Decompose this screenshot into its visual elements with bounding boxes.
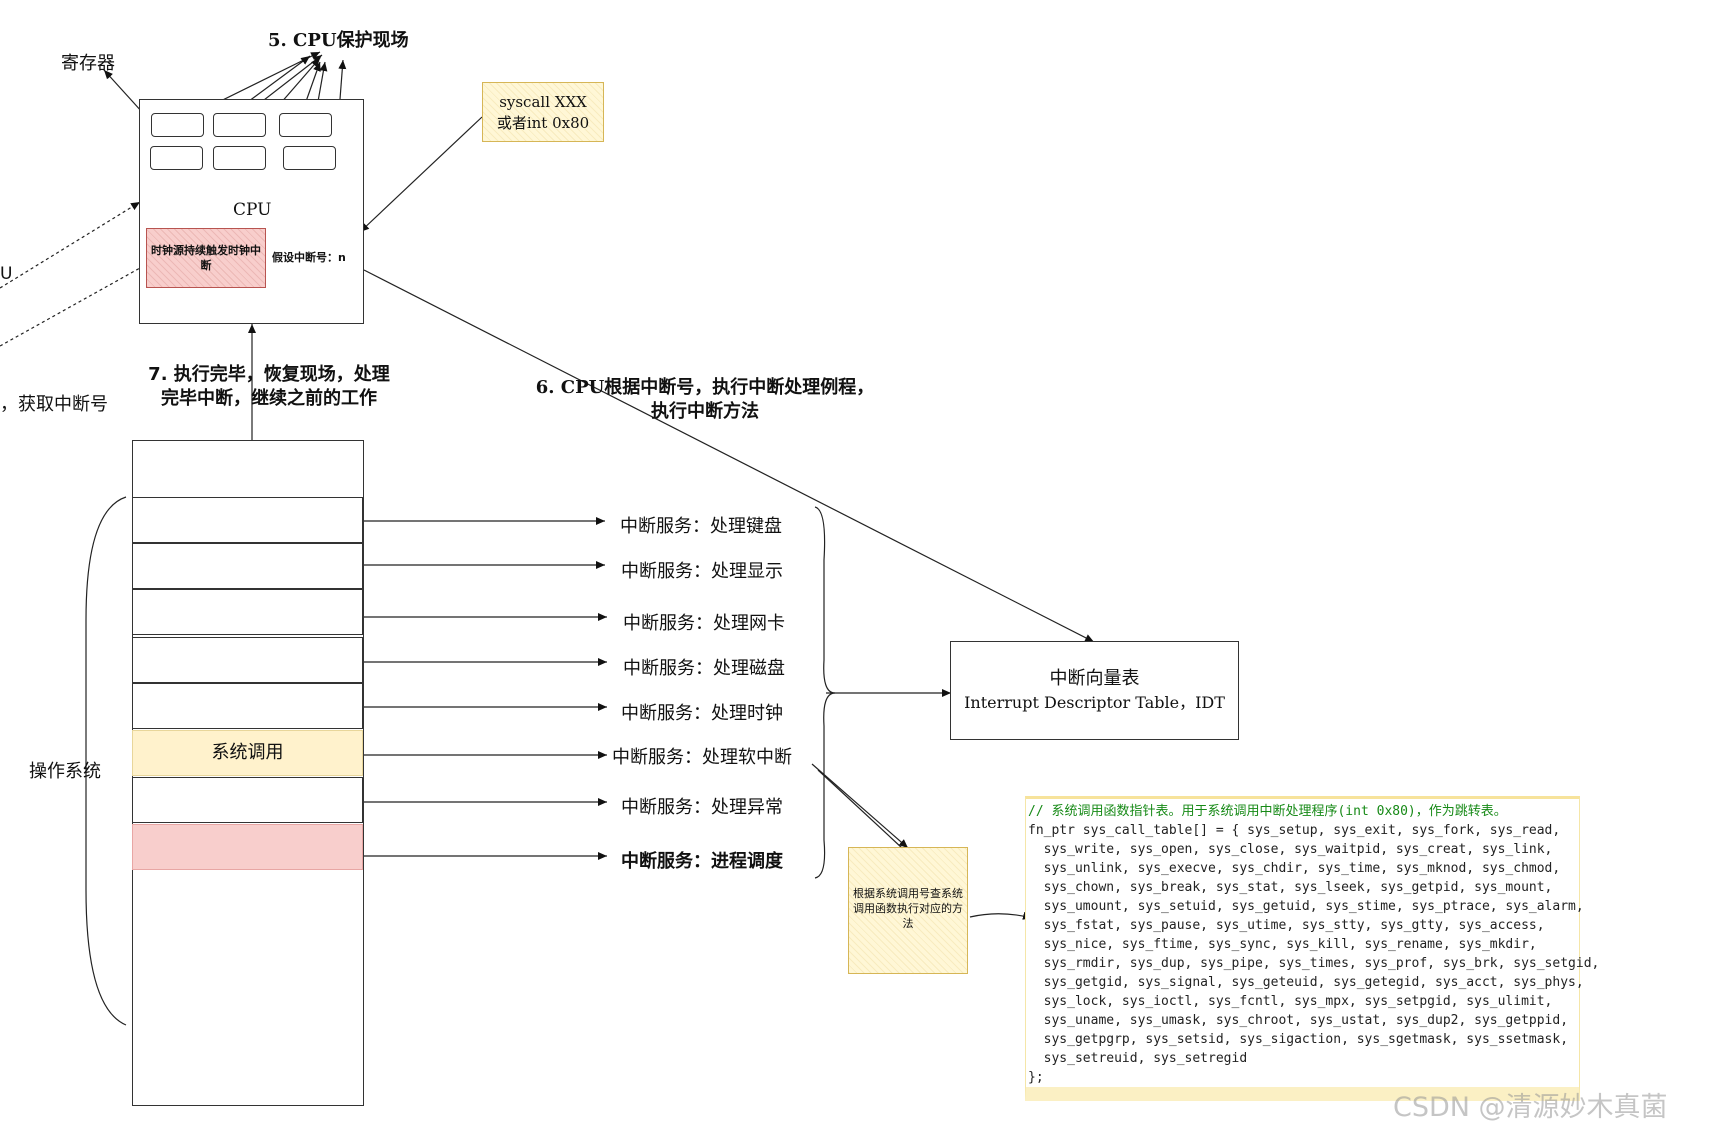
- schedule-slot: [132, 824, 363, 870]
- code-line: sys_setreuid, sys_setregid: [1028, 1051, 1248, 1066]
- register: [150, 146, 203, 170]
- os-slot: [132, 589, 363, 635]
- syscall-table-code: // 系统调用函数指针表。用于系统调用中断处理程序(int 0x80)，作为跳转…: [1025, 796, 1600, 1101]
- lookup-note-text: 根据系统调用号查系统调用函数执行对应的方法: [853, 887, 963, 930]
- cpu-protect-label: 5. CPU保护现场: [268, 30, 409, 51]
- step6-line2: 执行中断方法: [651, 401, 759, 422]
- interrupt-number-label: 假设中断号：n: [272, 251, 346, 264]
- lookup-note: 根据系统调用号查系统调用函数执行对应的方法: [848, 847, 968, 974]
- step7-label: 7. 执行完毕，恢复现场，处理 完毕中断，继续之前的工作: [138, 363, 400, 411]
- registers-label: 寄存器: [61, 53, 115, 74]
- left-fragment-u: U: [0, 264, 13, 284]
- step6-line1: 6. CPU根据中断号，执行中断处理例程，: [535, 377, 875, 398]
- code-line: sys_fstat, sys_pause, sys_utime, sys_stt…: [1028, 918, 1545, 933]
- register: [151, 113, 204, 137]
- syscall-note-line1: syscall XXX: [499, 93, 587, 111]
- syscall-note: syscall XXX 或者int 0x80: [482, 82, 604, 142]
- service-clock: 中断服务：处理时钟: [621, 703, 783, 724]
- idt-title: 中断向量表: [1049, 668, 1140, 689]
- register: [213, 146, 266, 170]
- cpu-title: CPU: [233, 200, 272, 220]
- register: [283, 146, 336, 170]
- watermark: CSDN @清源妙木真菌: [1393, 1092, 1668, 1123]
- idt-subtitle: Interrupt Descriptor Table，IDT: [964, 693, 1225, 712]
- os-slot: [132, 543, 363, 589]
- code-line: sys_write, sys_open, sys_close, sys_wait…: [1028, 842, 1553, 857]
- syscall-note-line2: 或者int 0x80: [496, 114, 590, 132]
- code-line: sys_umount, sys_setuid, sys_getuid, sys_…: [1028, 899, 1584, 914]
- service-scheduling: 中断服务：进程调度: [621, 851, 783, 872]
- clock-interrupt-text: 时钟源持续触发时钟中断: [151, 244, 261, 272]
- code-line: sys_getpgrp, sys_setsid, sys_sigaction, …: [1028, 1032, 1569, 1047]
- code-line: };: [1028, 1070, 1044, 1085]
- code-line: sys_unlink, sys_execve, sys_chdir, sys_t…: [1028, 861, 1561, 876]
- code-line: sys_getgid, sys_signal, sys_geteuid, sys…: [1028, 975, 1584, 990]
- register: [279, 113, 332, 137]
- service-keyboard: 中断服务：处理键盘: [620, 516, 782, 537]
- syscall-slot-label: 系统调用: [211, 742, 284, 763]
- step6-label: 6. CPU根据中断号，执行中断处理例程， 执行中断方法: [520, 376, 890, 424]
- code-line: sys_nice, sys_ftime, sys_sync, sys_kill,…: [1028, 937, 1537, 952]
- step7-line1: 7. 执行完毕，恢复现场，处理: [148, 364, 390, 385]
- syscall-slot: 系统调用: [132, 730, 363, 776]
- os-label: 操作系统: [29, 761, 101, 782]
- service-disk: 中断服务：处理磁盘: [623, 658, 785, 679]
- os-slot: [132, 777, 363, 823]
- left-fragment-get-number: ，获取中断号: [0, 394, 108, 415]
- code-line: sys_chown, sys_break, sys_stat, sys_lsee…: [1028, 880, 1553, 895]
- code-line: fn_ptr sys_call_table[] = { sys_setup, s…: [1028, 823, 1561, 838]
- os-slot: [132, 683, 363, 729]
- idt-box: 中断向量表 Interrupt Descriptor Table，IDT: [950, 641, 1239, 740]
- os-slot: [132, 497, 363, 543]
- code-line: sys_uname, sys_umask, sys_chroot, sys_us…: [1028, 1013, 1569, 1028]
- step7-line2: 完毕中断，继续之前的工作: [161, 388, 377, 409]
- code-line: sys_lock, sys_ioctl, sys_fcntl, sys_mpx,…: [1028, 994, 1553, 1009]
- service-display: 中断服务：处理显示: [621, 561, 783, 582]
- clock-interrupt-box: 时钟源持续触发时钟中断: [146, 228, 266, 288]
- register: [213, 113, 266, 137]
- os-slot: [132, 637, 363, 683]
- service-network: 中断服务：处理网卡: [623, 613, 785, 634]
- code-line: sys_rmdir, sys_dup, sys_pipe, sys_times,…: [1028, 956, 1600, 971]
- code-comment: // 系统调用函数指针表。用于系统调用中断处理程序(int 0x80)，作为跳转…: [1028, 804, 1507, 819]
- service-soft-interrupt: 中断服务：处理软中断: [612, 747, 792, 768]
- service-exception: 中断服务：处理异常: [621, 797, 783, 818]
